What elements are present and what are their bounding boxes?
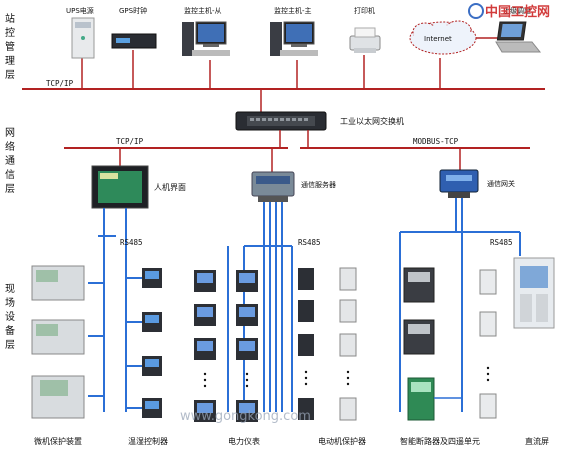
- svg-text:中国工控网: 中国工控网: [485, 4, 550, 20]
- monitor-slave-label: 监控主机-从: [184, 6, 222, 15]
- network-drops: [119, 148, 461, 172]
- internet-cloud-icon: Internet: [409, 20, 477, 55]
- svg-text:层: 层: [5, 183, 15, 195]
- dc-screen-cabinet: [513, 257, 555, 329]
- svg-text:站: 站: [5, 12, 15, 25]
- temp-humidity-label: 温湿控制器: [128, 436, 168, 446]
- svg-text:备: 备: [5, 324, 15, 337]
- power-meters: [194, 270, 258, 422]
- monitor-master-label: 监控主机-主: [274, 6, 312, 15]
- microprotect-units: [31, 265, 85, 419]
- network-tcpip-label: TCP/IP: [116, 137, 144, 146]
- svg-text:层: 层: [5, 69, 15, 81]
- svg-text:现: 现: [5, 283, 15, 295]
- dc-screen-label: 直流屏: [525, 436, 549, 446]
- printer-icon: 打印机: [349, 6, 381, 53]
- svg-text:场: 场: [5, 296, 15, 309]
- gps-label: GPS时钟: [119, 6, 147, 15]
- svg-text:层: 层: [5, 339, 15, 351]
- watermark: www.gongkong.com: [180, 409, 311, 424]
- monitor-host-slave: 监控主机-从: [182, 6, 230, 56]
- industrial-ethernet-switch: 工业以太网交换机: [235, 111, 404, 131]
- svg-text:网: 网: [5, 127, 15, 139]
- station-bus-drops: [81, 50, 441, 112]
- breaker-label: 智能断路器及四遥单元: [400, 436, 480, 446]
- station-bus-label: TCP/IP: [46, 79, 74, 88]
- hmi-panel: 人机界面: [91, 165, 186, 209]
- svg-text:络: 络: [5, 140, 15, 153]
- layer-label-network: 网 络 通 信 层: [5, 127, 15, 195]
- comm-gateway: 通信网关: [439, 169, 515, 198]
- temp-humidity-controllers: [142, 268, 162, 418]
- monitor-host-master: 监控主机-主: [270, 6, 318, 56]
- gps-clock-device: GPS时钟: [111, 6, 157, 49]
- switch-label: 工业以太网交换机: [340, 116, 404, 126]
- layer-label-field: 现 场 设 备 层: [5, 283, 15, 351]
- upper-dispatch-laptop: 上级调度: [495, 6, 542, 53]
- rs485-label-1: RS485: [120, 238, 143, 247]
- svg-text:管: 管: [5, 40, 15, 53]
- svg-text:理: 理: [5, 55, 15, 67]
- smart-breakers: [403, 267, 497, 421]
- comm-server-label: 通信服务器: [301, 180, 336, 189]
- motor-protectors: [298, 267, 357, 421]
- rs485-label-3: RS485: [490, 238, 513, 247]
- network-modbus-label: MODBUS-TCP: [413, 137, 459, 146]
- svg-text:设: 设: [5, 311, 15, 323]
- switch-uplinks: [279, 130, 309, 148]
- upper-dispatch-label: 上级调度: [503, 6, 531, 15]
- comm-server: 通信服务器: [251, 171, 336, 202]
- motor-protect-label: 电动机保护器: [318, 436, 366, 446]
- site-logo: 中国工控网: [468, 3, 550, 20]
- power-meter-label: 电力仪表: [228, 436, 260, 446]
- microprotect-label: 微机保护装置: [34, 436, 82, 446]
- gateway-label: 通信网关: [487, 179, 515, 188]
- ups-label: UPS电源: [66, 6, 94, 15]
- svg-text:信: 信: [5, 169, 15, 181]
- printer-label: 打印机: [354, 6, 375, 15]
- rs485-label-2: RS485: [298, 238, 321, 247]
- field-rs485-lines: [88, 198, 521, 412]
- svg-text:控: 控: [5, 26, 15, 39]
- svg-text:通: 通: [5, 155, 15, 167]
- internet-label: Internet: [424, 35, 452, 43]
- ups-power-device: UPS电源: [66, 6, 95, 59]
- layer-label-station: 站 控 管 理 层: [5, 12, 15, 81]
- hmi-label: 人机界面: [154, 182, 186, 192]
